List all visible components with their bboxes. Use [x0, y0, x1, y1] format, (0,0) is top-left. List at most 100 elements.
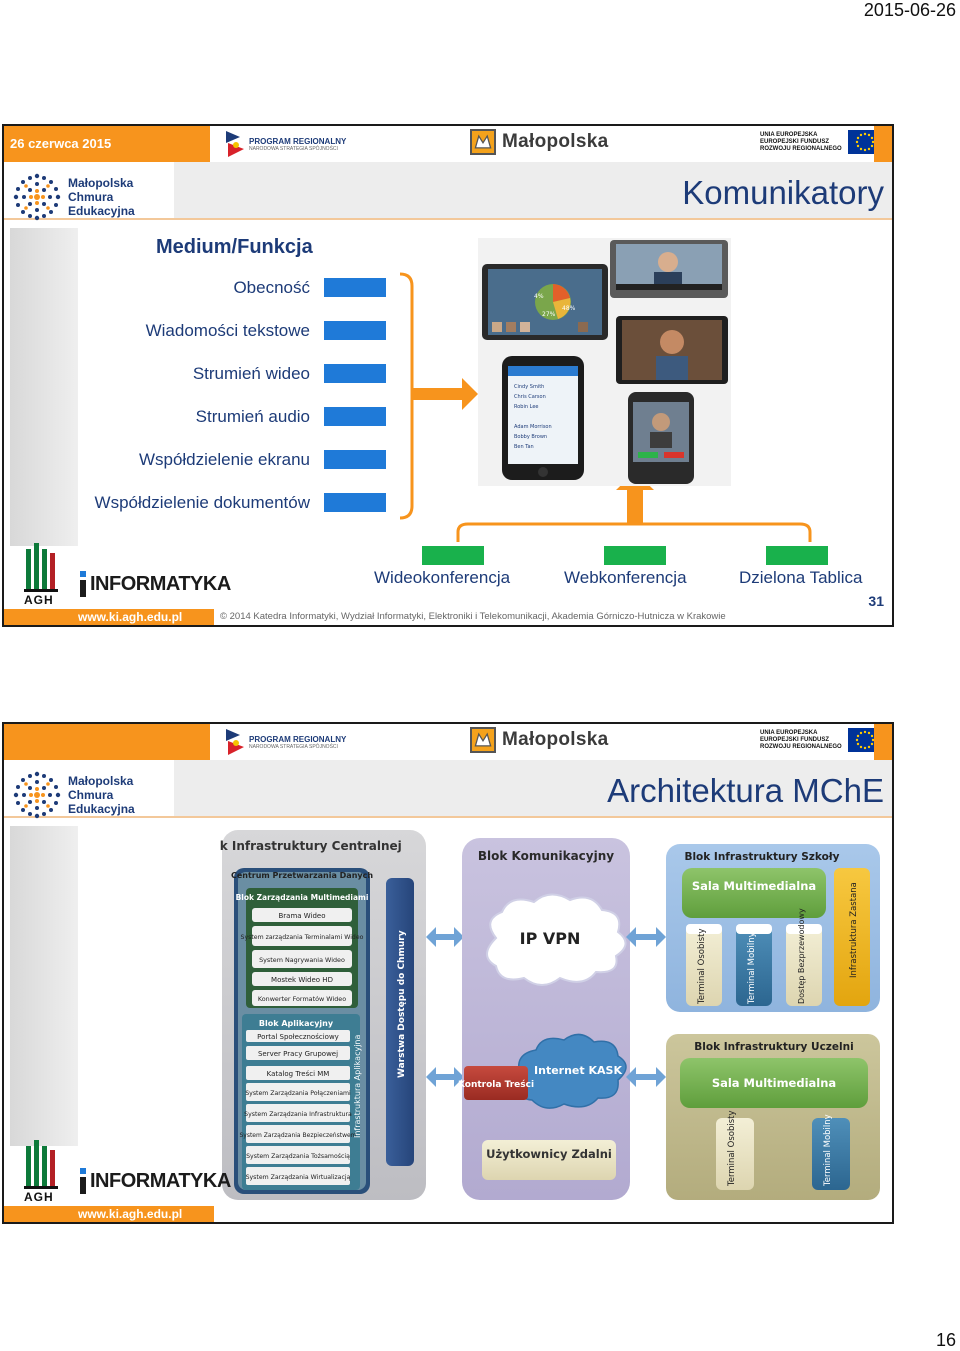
- page-date: 2015-06-26: [863, 0, 956, 20]
- agh-text: AGH: [24, 1190, 54, 1204]
- bidirectional-arrow: [426, 927, 464, 1087]
- output-label: Webkonferencja: [564, 568, 687, 587]
- top-orange-block: 26 czerwca 2015: [4, 126, 210, 162]
- slide-header: Małopolska Chmura Edukacyjna Architektur…: [4, 760, 892, 820]
- eu-line-3: ROZWOJU REGIONALNEGO: [760, 145, 842, 152]
- multimedia-item: System Nagrywania Wideo: [259, 956, 345, 964]
- output-box: [604, 546, 666, 565]
- informatyka-dots-icon: [80, 571, 86, 597]
- feature-bar: [324, 364, 386, 383]
- malopolska-crest-icon: [470, 129, 496, 155]
- mce-line-1: Małopolska: [68, 176, 134, 190]
- feature-label: Obecność: [233, 278, 310, 297]
- school-multimedia-label: Sala Multimedialna: [692, 879, 816, 893]
- mce-dots-icon: [13, 173, 61, 221]
- application-item: Server Pracy Grupowej: [258, 1050, 338, 1058]
- school-terminal-mobile: [736, 924, 772, 1006]
- bidirectional-arrow: [626, 927, 666, 1087]
- agh-text: AGH: [24, 593, 54, 607]
- website-link[interactable]: www.ki.agh.edu.pl: [78, 610, 183, 624]
- cloud-access-layer: [386, 878, 414, 1166]
- output-box: [766, 546, 828, 565]
- eu-line-3: ROZWOJU REGIONALNEGO: [760, 743, 842, 750]
- eu-logo: UNIA EUROPEJSKA EUROPEJSKI FUNDUSZ ROZWO…: [760, 130, 882, 154]
- mce-line-2: Chmura: [68, 190, 114, 204]
- slide-bottom-bar: www.ki.agh.edu.pl © 2014 Katedra Informa…: [4, 609, 892, 625]
- university-terminal-personal: [716, 1118, 754, 1190]
- slide-title: Architektura MChE: [607, 772, 884, 809]
- internet-kask-cloud: [516, 1033, 627, 1109]
- malopolska-logo: Małopolska: [470, 129, 608, 155]
- architecture-diagram: Blok Infrastruktury Centralnej Centrum P…: [220, 830, 880, 1200]
- application-block-title: Blok Aplikacyjny: [259, 1019, 334, 1028]
- eu-line-1: UNIA EUROPEJSKA: [760, 131, 818, 138]
- application-item: System Zarządzania Tożsamością: [246, 1152, 350, 1160]
- malopolska-text: Małopolska: [502, 131, 609, 152]
- eu-line-2: EUROPEJSKI FUNDUSZ: [760, 736, 830, 743]
- feature-label: Wiadomości tekstowe: [145, 321, 310, 340]
- page-number: 16: [935, 1330, 956, 1350]
- contact-name: Ben Tan: [514, 444, 534, 450]
- pie-label: 48%: [562, 305, 576, 312]
- content-control-box: [464, 1066, 528, 1100]
- contact-name: Cindy Smith: [514, 384, 544, 390]
- pie-label: 27%: [542, 311, 556, 318]
- website-link[interactable]: www.ki.agh.edu.pl: [78, 1207, 183, 1221]
- agh-logo-icon: [24, 543, 58, 592]
- remote-users-box: [482, 1140, 616, 1180]
- university-terminal-label: Terminal Osobisty: [727, 1111, 737, 1188]
- malopolska-crest-icon: [470, 727, 496, 753]
- application-item: Portal Społecznościowy: [257, 1033, 339, 1041]
- application-item: System Zarządzania Połączeniami: [245, 1090, 351, 1097]
- slide-number: 31: [868, 593, 884, 609]
- contact-name: Chris Carson: [514, 394, 546, 400]
- feature-bar: [324, 493, 386, 512]
- mce-logo: Małopolska Chmura Edukacyjna: [12, 172, 135, 222]
- slide-date-label: 26 czerwca 2015: [10, 136, 112, 151]
- slide-top-bar: PROGRAM REGIONALNY NARODOWA STRATEGIA SP…: [4, 724, 892, 760]
- ip-vpn-cloud: [486, 893, 627, 986]
- left-gray-strip: [10, 826, 78, 1146]
- remote-users-label: Użytkownicy Zdalni: [486, 1147, 612, 1161]
- multimedia-block-title: Blok Zarządzania Multimediami: [236, 893, 369, 902]
- slide-title: Komunikatory: [682, 174, 884, 211]
- slide-komunikatory: 26 czerwca 2015 PROGRAM REGIONALNY NAROD…: [2, 124, 894, 627]
- multimedia-item: System zarządzania Terminalami Wideo: [241, 934, 364, 941]
- mce-line-3: Edukacyjna: [68, 204, 135, 218]
- university-terminal-label: Terminal Mobilny: [823, 1114, 833, 1187]
- informatyka-text: INFORMATYKA: [90, 572, 231, 595]
- medium-funkcja-title: Medium/Funkcja: [156, 236, 313, 258]
- feature-bar: [324, 321, 386, 340]
- feature-bracket-arrow: [399, 272, 478, 520]
- school-existing-infra: [834, 868, 870, 1006]
- mce-dots-icon: [13, 771, 61, 819]
- eu-line-1: UNIA EUROPEJSKA: [760, 729, 818, 736]
- copyright-text: © 2014 Katedra Informatyki, Wydział Info…: [220, 611, 726, 622]
- eu-line-2: EUROPEJSKI FUNDUSZ: [760, 138, 830, 145]
- output-label: Wideokonferencja: [374, 568, 511, 587]
- school-terminal-label: Infrastruktura Zastana: [849, 882, 859, 978]
- multimedia-item: Konwerter Formatów Wideo: [258, 995, 346, 1003]
- program-title: PROGRAM REGIONALNY: [249, 734, 347, 744]
- school-terminal-label: Dostęp Bezprzewodowy: [797, 908, 806, 1004]
- output-label: Dzielona Tablica: [739, 568, 863, 587]
- feature-label: Strumień audio: [195, 407, 310, 426]
- mce-line-2: Chmura: [68, 788, 114, 802]
- mce-logo: Małopolska Chmura Edukacyjna: [12, 770, 135, 820]
- pie-label: 4%: [534, 293, 544, 300]
- contact-name: Adam Morrison: [514, 424, 552, 430]
- application-item: System Zarządzania Infrastruktura: [244, 1111, 352, 1118]
- internet-kask-label: Internet KASK: [534, 1064, 622, 1077]
- content-control-label: Kontrola Treści: [458, 1079, 534, 1090]
- communication-block-title: Blok Komunikacyjny: [478, 849, 614, 863]
- school-infra-title: Blok Infrastruktury Szkoły: [684, 851, 839, 863]
- informatyka-logo: INFORMATYKA: [78, 1168, 231, 1194]
- program-regionalny-icon: [226, 729, 244, 755]
- devices-illustration: 4% 48% 27% Cindy Smith Chris Carson Robi…: [478, 238, 731, 486]
- university-terminal-mobile: [812, 1118, 850, 1190]
- top-orange-block: [4, 724, 210, 760]
- informatyka-dots-icon: [80, 1168, 86, 1194]
- devices-image: 4% 48% 27% Cindy Smith Chris Carson Robi…: [482, 240, 728, 484]
- eu-logo: UNIA EUROPEJSKA EUROPEJSKI FUNDUSZ ROZWO…: [760, 728, 882, 752]
- program-regionalny-logo: PROGRAM REGIONALNY NARODOWA STRATEGIA SP…: [226, 129, 346, 159]
